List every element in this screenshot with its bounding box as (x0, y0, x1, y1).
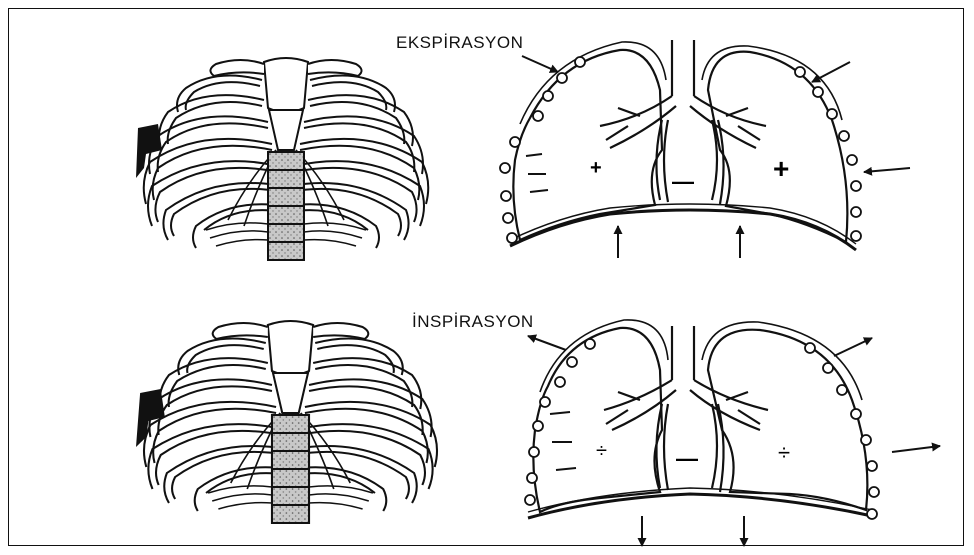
right-lung (708, 52, 847, 242)
arrow-outward (892, 446, 940, 452)
ribcage-inspiration (136, 321, 437, 523)
arrow-outward (528, 336, 566, 350)
plus-sign-right: + (773, 153, 789, 185)
divide-sign-right: ÷ (778, 440, 790, 466)
lungs-inspiration (528, 320, 872, 518)
shaded-rib-segment (136, 389, 165, 447)
minus-sign-center: — (676, 446, 698, 472)
plus-sign-left: + (590, 157, 602, 180)
minus-sign-center: — (672, 169, 694, 195)
arrow-inward (812, 62, 850, 82)
pressure-dashes-inspiration (550, 412, 576, 470)
right-lung (708, 330, 867, 510)
ribcage-expiration (136, 58, 428, 260)
arrow-inward (522, 56, 558, 72)
arrow-outward (834, 338, 872, 356)
pressure-dashes-expiration (526, 154, 548, 192)
divide-sign-left: ÷ (596, 440, 607, 463)
arrow-inward (864, 168, 910, 172)
lung-rib-bumps-inspiration (525, 339, 879, 519)
arrows-inspiration (528, 336, 940, 546)
left-lung (533, 328, 662, 512)
